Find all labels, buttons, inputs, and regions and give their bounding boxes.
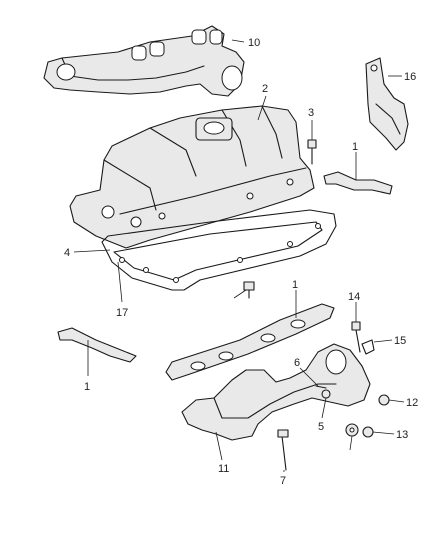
callout-12: 14 xyxy=(348,291,360,303)
callout-1-left: 1 xyxy=(84,381,90,393)
intake-manifold xyxy=(69,105,315,249)
heat-shield xyxy=(365,57,409,151)
callout-6: 6 xyxy=(294,357,300,369)
exhaust-manifold-upper xyxy=(43,25,245,97)
callout-9: 11 xyxy=(218,463,229,475)
callout-10: 12 xyxy=(406,397,418,409)
bolt-3 xyxy=(307,139,317,165)
callout-1-upper: 1 xyxy=(352,141,358,153)
callout-2: 2 xyxy=(262,83,268,95)
callout-5: 5 xyxy=(318,421,324,433)
exhaust-manifold-lower xyxy=(181,343,371,441)
gasket-strip-left xyxy=(57,327,137,363)
callout-3: 3 xyxy=(308,107,314,119)
intake-gasket xyxy=(101,209,337,291)
callout-13: 15 xyxy=(394,335,406,347)
callout-11: 13 xyxy=(396,429,408,441)
callout-8: 10 xyxy=(248,37,260,49)
callout-14: 16 xyxy=(404,71,416,83)
exhaust-gasket xyxy=(165,303,335,381)
gasket-strip-upper xyxy=(323,171,393,195)
bolt-17 xyxy=(243,281,255,299)
callout-4: 4 xyxy=(64,247,70,259)
callout-1-middle: 1 xyxy=(292,279,298,291)
callout-15: 17 xyxy=(116,307,128,319)
callout-7: 7 xyxy=(280,475,286,487)
leader-lines xyxy=(73,39,405,472)
